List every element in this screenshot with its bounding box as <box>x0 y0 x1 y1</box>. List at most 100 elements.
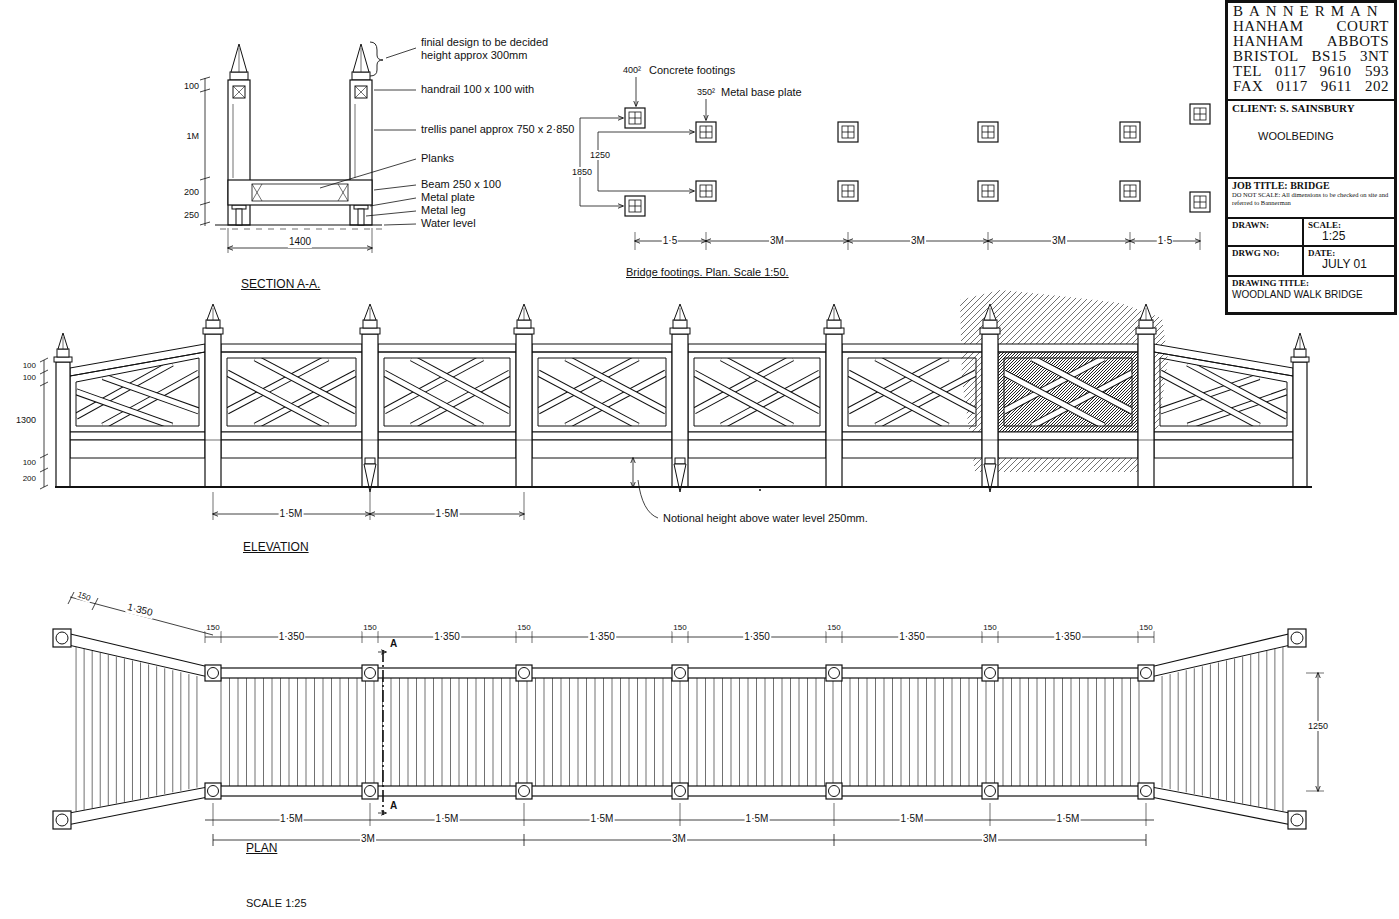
plank <box>892 678 893 786</box>
cell-text: BRISTOL BS15 3NT <box>1233 49 1389 64</box>
end-post <box>1288 629 1306 647</box>
plank <box>841 678 842 786</box>
bottom-rail <box>998 432 1138 440</box>
title-block-cell: DRAWN: <box>1227 218 1303 246</box>
extension-line <box>680 803 681 826</box>
extension-line <box>213 492 214 520</box>
dimension-line <box>633 458 634 487</box>
plank <box>263 678 264 786</box>
plank <box>76 647 77 811</box>
title-block-cell: DRAWING TITLE:WOODLAND WALK BRIDGE <box>1227 276 1395 313</box>
cell-heading: DATE: <box>1308 248 1390 258</box>
dimension-label: 1·5M <box>279 508 304 520</box>
footings-plan <box>580 77 1210 250</box>
plank <box>1186 670 1187 792</box>
section-marker: A <box>389 638 398 650</box>
trellis-strip <box>255 358 356 411</box>
title-block-cell: DATE:JULY 01 <box>1303 246 1395 276</box>
plank <box>646 678 647 786</box>
plank <box>148 664 149 797</box>
end-post <box>1288 811 1306 829</box>
finial <box>518 304 530 320</box>
plank <box>1226 661 1227 801</box>
finial <box>207 304 219 320</box>
plank <box>629 678 630 786</box>
base-plate <box>629 200 641 212</box>
base-plate <box>700 132 712 133</box>
beam <box>998 440 1138 458</box>
leader-line <box>598 132 694 133</box>
dimension-line <box>580 118 581 206</box>
handrail <box>378 344 516 352</box>
section-view <box>200 42 416 253</box>
plank <box>935 678 936 786</box>
dimension-label: 150 <box>982 623 997 632</box>
dimension-label: 150 <box>672 623 687 632</box>
plank <box>1194 668 1195 794</box>
dimension-tick <box>40 485 48 489</box>
trellis-frame <box>1160 358 1287 426</box>
plank <box>297 678 298 786</box>
dimension-label: 1·350 <box>898 631 926 643</box>
plank <box>833 678 834 786</box>
trellis-strip <box>1160 373 1259 426</box>
extension-line <box>1200 232 1201 250</box>
dimension-label: 100 <box>183 81 200 91</box>
plank <box>1178 672 1179 791</box>
plank <box>1079 678 1080 786</box>
handrail <box>221 344 362 352</box>
plank <box>1130 678 1131 786</box>
extension-line <box>990 803 991 826</box>
panel-frame <box>221 352 362 432</box>
post-finial <box>519 668 530 679</box>
trellis-panel <box>227 358 356 426</box>
base-plate <box>982 126 994 138</box>
post <box>826 665 842 681</box>
plank <box>790 678 791 786</box>
plank <box>901 678 902 786</box>
panel-frame <box>842 352 982 432</box>
post-finial <box>985 786 996 797</box>
leader-line <box>366 211 416 216</box>
dot <box>759 489 761 491</box>
trellis-strip <box>384 373 482 426</box>
handrail <box>688 344 826 352</box>
dimension-tick <box>200 77 210 80</box>
trellis-frame <box>1004 358 1132 426</box>
footing <box>838 181 858 201</box>
water-level <box>340 229 346 230</box>
plank <box>858 678 859 786</box>
footing <box>696 181 716 201</box>
post <box>516 334 532 487</box>
extension-line <box>370 492 371 520</box>
cell-heading: JOB TITLE: BRIDGE <box>1232 180 1390 191</box>
dimension-tick <box>1138 631 1139 643</box>
plank <box>408 678 409 786</box>
water-level <box>220 229 226 230</box>
dimension-label: 3M <box>769 235 785 247</box>
plank <box>722 678 723 786</box>
extension-line <box>524 803 525 826</box>
trellis-panel <box>1004 358 1132 426</box>
dimension-label: 150 <box>362 623 377 632</box>
view-title: ELEVATION <box>242 541 310 555</box>
trellis-strip <box>255 358 356 411</box>
base-plate <box>982 191 994 192</box>
base-plate <box>982 132 994 133</box>
post-detail <box>826 440 842 441</box>
dimension-tick <box>688 631 689 643</box>
dimension-label: 1·5M <box>745 813 770 825</box>
extension-line <box>1306 791 1324 792</box>
plank <box>884 678 885 786</box>
finial-detail <box>990 308 991 320</box>
trellis-strip <box>1188 363 1287 416</box>
metal-leg <box>236 209 242 225</box>
water-level <box>292 229 298 230</box>
post <box>672 665 688 681</box>
trellis-strip <box>1032 358 1132 411</box>
handrail <box>1146 632 1297 668</box>
leader-line <box>320 159 416 188</box>
plank <box>612 678 613 786</box>
handrail-square <box>233 86 245 98</box>
plank <box>340 678 341 786</box>
